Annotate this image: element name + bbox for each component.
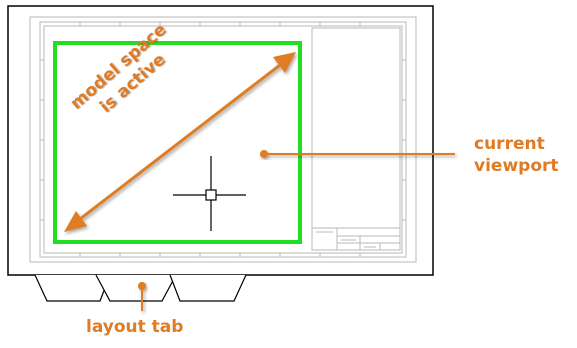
- leader-layout-tab: [138, 282, 146, 311]
- double-arrow-icon: [64, 52, 296, 232]
- paper-window: [7, 5, 434, 276]
- layout-tab-active[interactable]: [95, 274, 177, 302]
- layout-tabs[interactable]: [34, 274, 247, 302]
- sheet-border: [29, 16, 417, 263]
- layout-tab-right[interactable]: [169, 274, 247, 302]
- current-viewport-label-line2: viewport: [474, 156, 559, 176]
- current-viewport[interactable]: [53, 41, 302, 244]
- current-viewport-label: current viewport: [474, 133, 559, 177]
- current-viewport-label-line1: current: [474, 134, 545, 154]
- leader-current-viewport: [260, 150, 455, 158]
- crosshair-icon: [173, 156, 246, 231]
- title-block: [311, 227, 401, 251]
- layout-tab-label: layout tab: [86, 317, 184, 337]
